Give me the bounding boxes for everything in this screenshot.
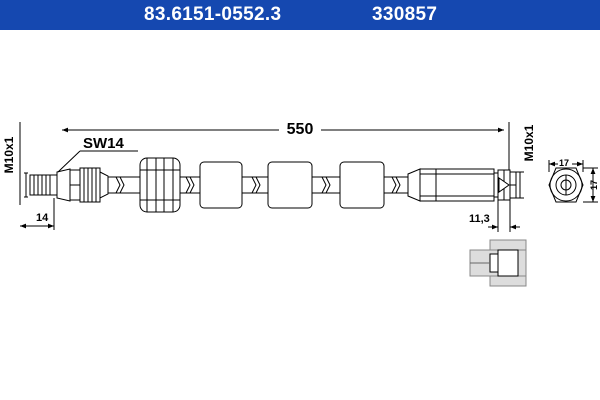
length-label: 550 [287,121,314,138]
part-number: 83.6151-0552.3 [144,4,282,25]
left-offset-dimension: 14 [20,198,55,230]
left-thread-label: M10x1 [2,136,16,173]
wrench-size-callout: SW14 [57,135,138,173]
right-offset-label: 11,3 [469,213,490,225]
right-offset-dimension: 11,3 [469,200,520,232]
left-fitting [29,167,109,203]
hex-end-view: 17 17 [548,157,599,203]
right-thread-dimension: M10x1 [516,124,536,199]
wrench-size-label: SW14 [83,135,125,152]
reference-number: 330857 [372,4,438,25]
left-thread-dimension: M10x1 [2,136,28,198]
protective-sleeves [199,161,385,209]
right-fitting [407,168,517,202]
length-dimension: 550 [19,119,510,205]
hex-width-label: 17 [559,158,569,168]
hose-bracket [139,157,181,213]
right-thread-label: M10x1 [522,124,536,161]
header-bar: 83.6151-0552.3 330857 [0,0,600,30]
section-detail-view [469,239,527,287]
left-offset-label: 14 [36,212,49,224]
hose-body [108,176,408,194]
hex-height-label: 17 [589,180,599,190]
